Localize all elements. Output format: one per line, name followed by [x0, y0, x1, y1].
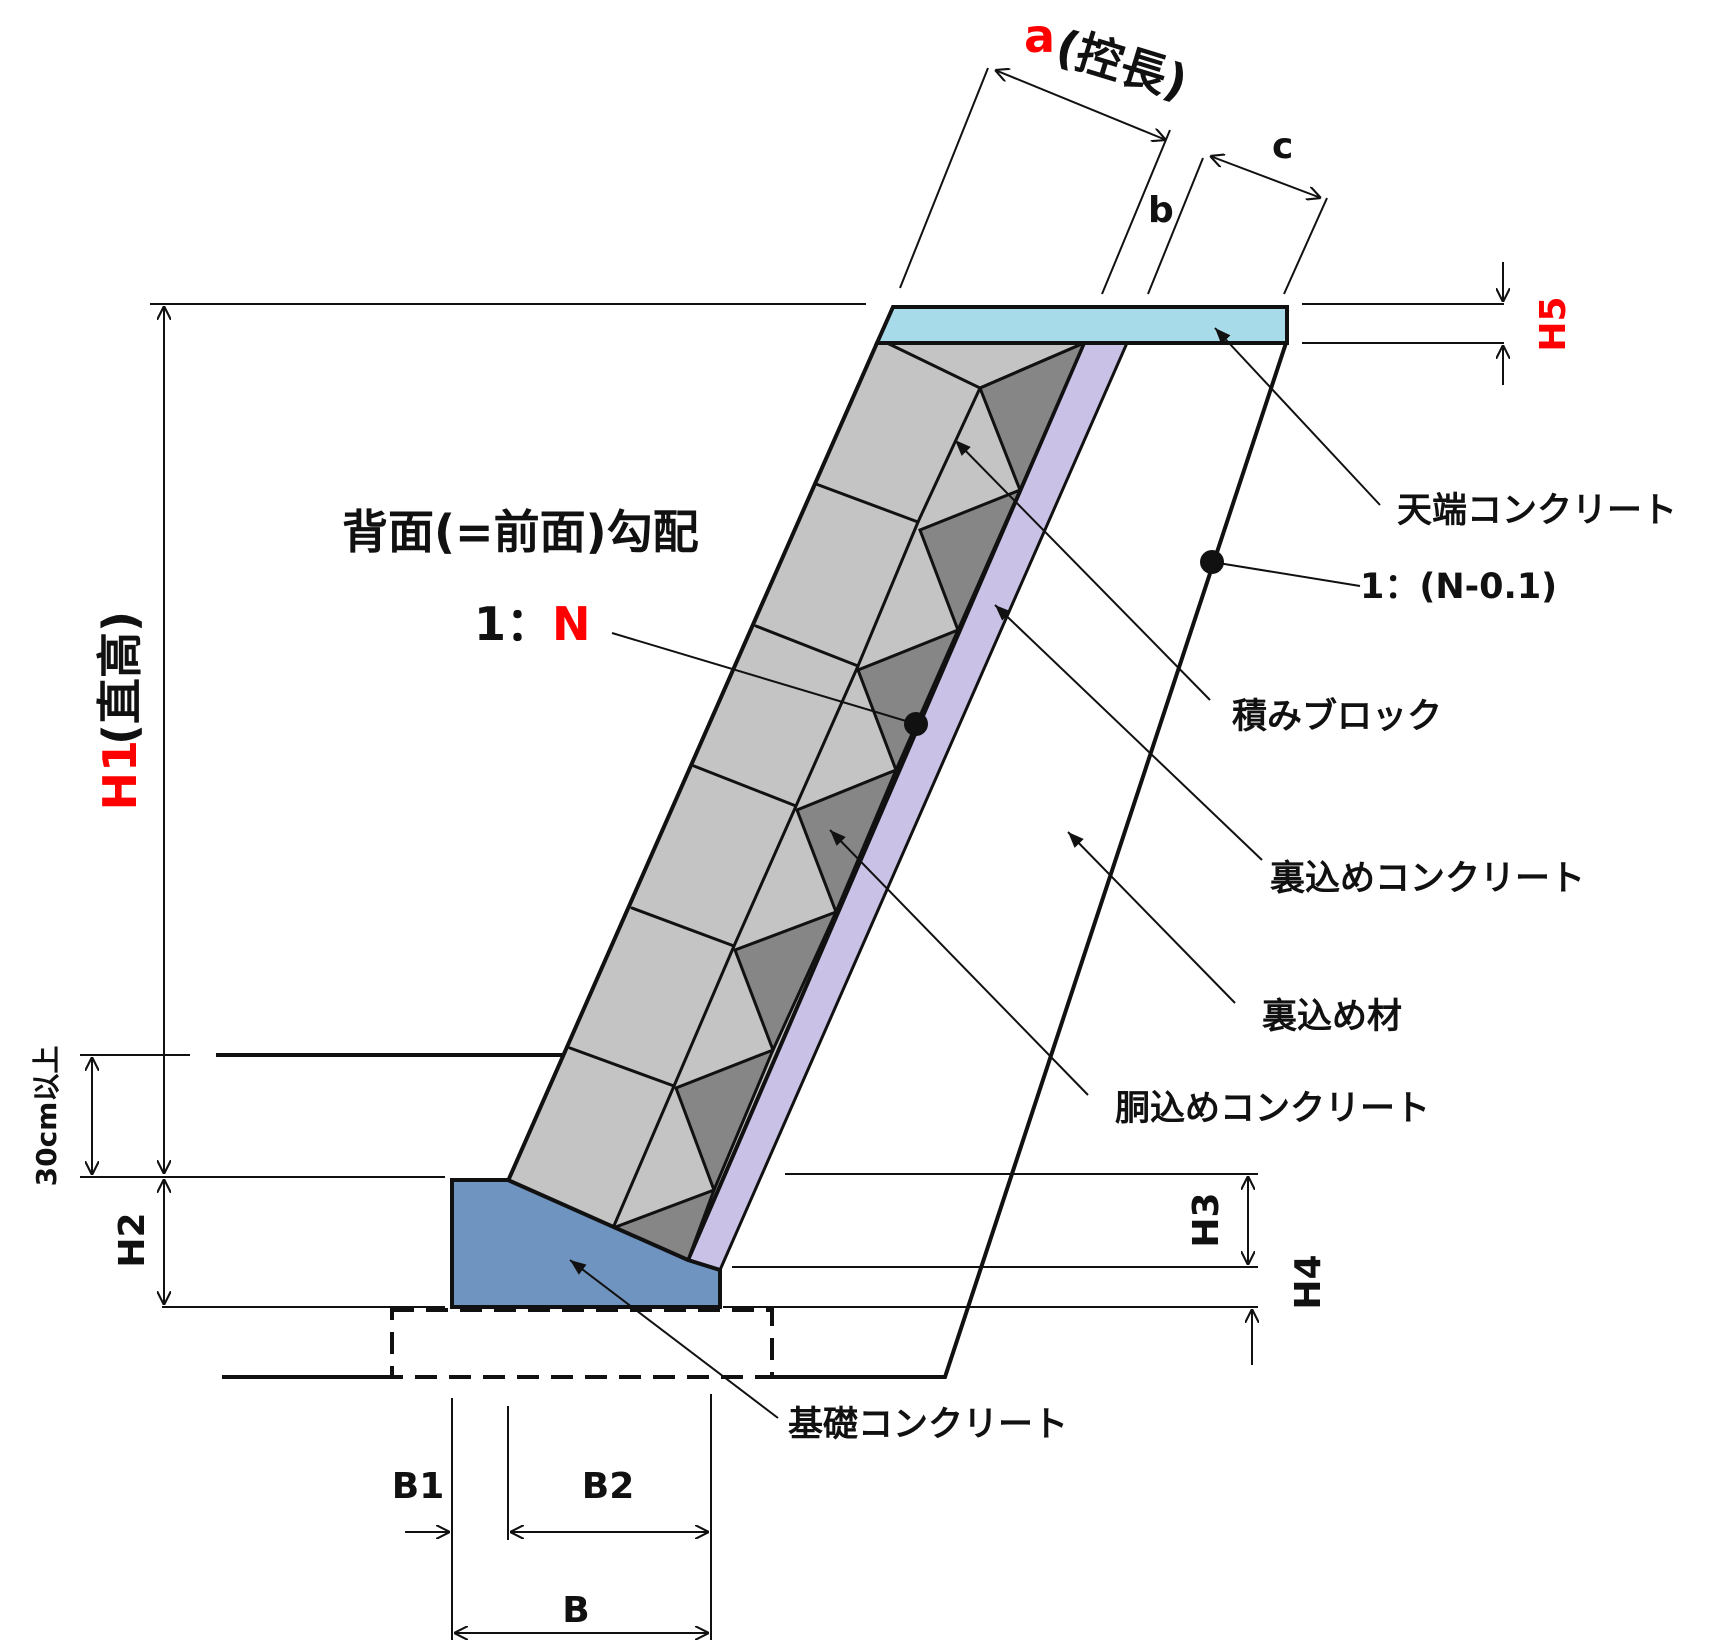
backfill-material-label: 裏込め材: [1262, 997, 1402, 1037]
foundation-concrete-label: 基礎コンクリート: [788, 1405, 1068, 1445]
crown-concrete: [873, 305, 1289, 345]
filling-concrete-label: 胴込めコンクリート: [1115, 1089, 1430, 1129]
dim-h1-suffix: (直高): [93, 611, 147, 745]
slope-ratio: 1：N: [474, 597, 591, 651]
dim-h5-label: H5: [1533, 296, 1574, 351]
retaining-wall: [450, 305, 1289, 1309]
filling-concrete-3: [856, 627, 961, 774]
backfill-concrete-label: 裏込めコンクリート: [1270, 859, 1585, 899]
leader-lines: [569, 327, 1381, 1419]
reference-lines: [80, 303, 1504, 1379]
dim-h2-label: H2: [112, 1212, 153, 1267]
filling-concrete-5: [733, 909, 839, 1054]
slope-title: 背面(=前面)勾配: [342, 505, 699, 559]
blocks-label: 積みブロック: [1232, 696, 1442, 737]
dimension-lines: [92, 67, 1503, 1640]
dim-a-label: a: [1024, 9, 1055, 63]
filling-concrete-4: [795, 767, 899, 917]
dim-a-suffix: (控長): [1050, 19, 1194, 110]
crown-concrete-label: 天端コンクリート: [1397, 491, 1677, 531]
labels: a (控長) b c H5 H1 (直高) 30cm以上 H2 H3 H4 B1…: [30, 9, 1677, 1631]
dim-h3-label: H3: [1186, 1192, 1227, 1247]
block-band: [505, 341, 1088, 1263]
foundation-concrete: [450, 1178, 722, 1309]
dim-b2-label: B2: [582, 1466, 635, 1507]
dim-h1-label: H1: [93, 740, 147, 811]
filling-concrete-2: [918, 487, 1023, 634]
front-slope-point: [904, 712, 928, 736]
dim-b-total-label: B: [562, 1590, 589, 1631]
dim-b1-label: B1: [392, 1466, 445, 1507]
dim-b-label: b: [1148, 190, 1174, 231]
filling-concrete-6: [674, 1047, 776, 1195]
dim-h4-label: H4: [1288, 1254, 1329, 1309]
dim-c-label: c: [1272, 126, 1293, 167]
dim-30cm-label: 30cm以上: [30, 1046, 63, 1187]
back-slope-point: [1200, 550, 1224, 574]
back-slope-ratio: 1：(N-0.1): [1360, 567, 1557, 607]
